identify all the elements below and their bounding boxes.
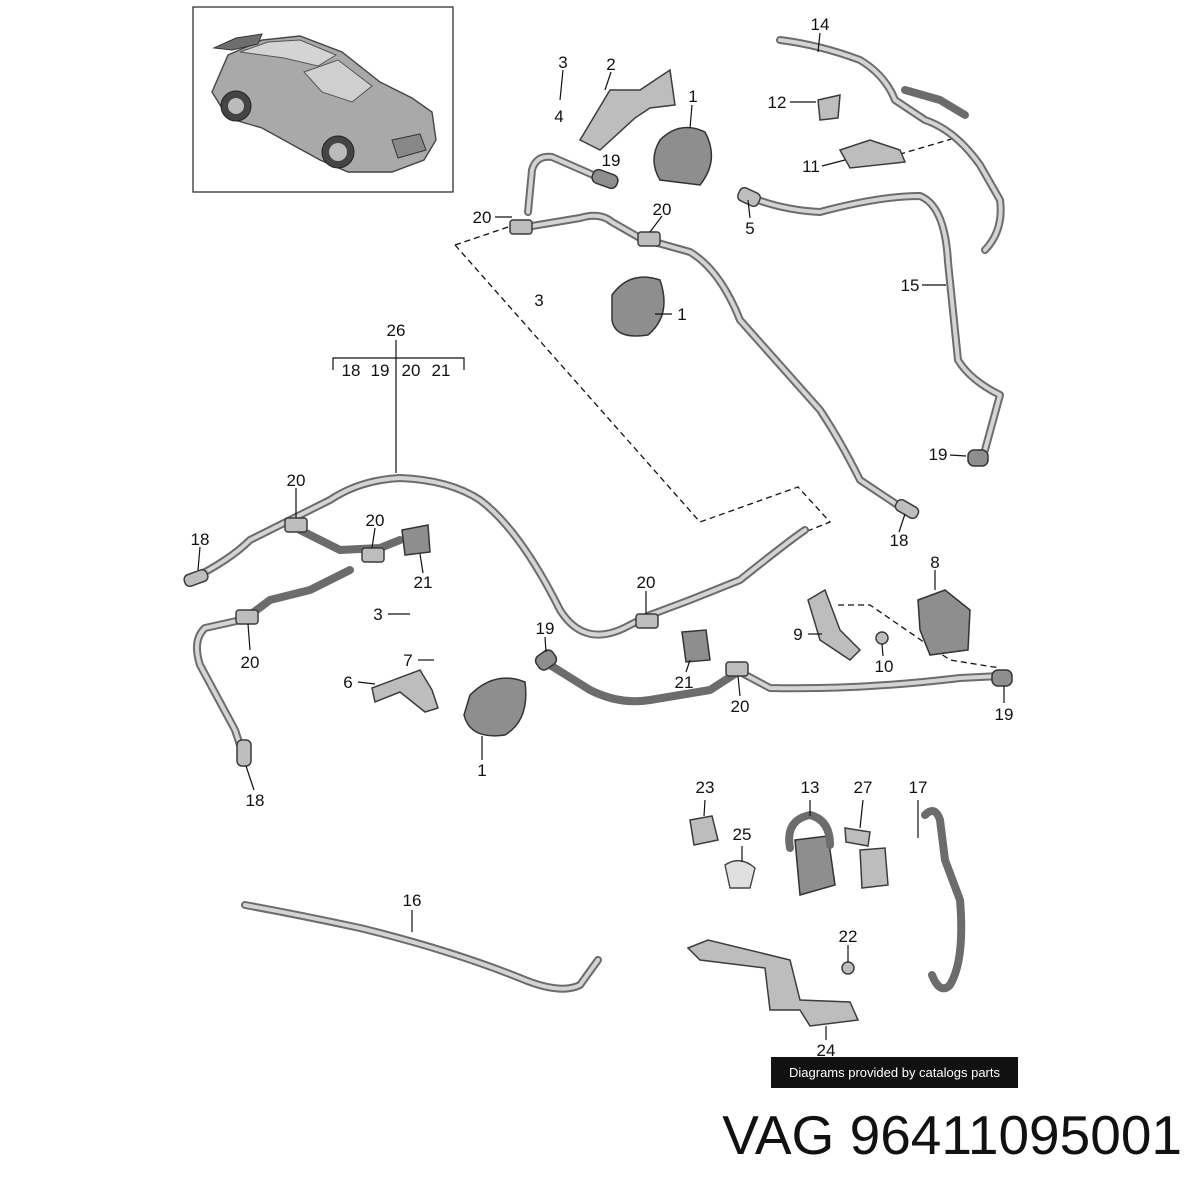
callout-19: 19 <box>602 151 621 170</box>
part-number: 96411095001 <box>849 1104 1182 1166</box>
callout-3: 3 <box>373 605 382 624</box>
callout-21: 21 <box>675 673 694 692</box>
callout-13: 13 <box>801 778 820 797</box>
callout-17: 17 <box>909 778 928 797</box>
callout-1: 1 <box>677 305 686 324</box>
kit-item-19: 19 <box>371 361 390 380</box>
callout-8: 8 <box>930 553 939 572</box>
callout-11: 11 <box>802 157 820 176</box>
callout-16: 16 <box>403 891 422 910</box>
callout-2: 2 <box>606 55 615 74</box>
callout-20: 20 <box>653 200 672 219</box>
credit-text: Diagrams provided by catalogs parts <box>789 1065 1000 1080</box>
callouts: 14 3 2 1 12 4 19 11 20 20 5 3 1 15 26 18… <box>191 15 1014 1060</box>
callout-18: 18 <box>191 530 210 549</box>
callout-24: 24 <box>817 1041 836 1060</box>
kit-item-21: 21 <box>432 361 451 380</box>
hoses <box>186 36 1005 993</box>
brand-part-number: VAG 96411095001 <box>722 1108 1182 1163</box>
callout-20: 20 <box>473 208 492 227</box>
callout-3: 3 <box>534 291 543 310</box>
callout-15: 15 <box>901 276 920 295</box>
callout-18: 18 <box>246 791 265 810</box>
components <box>183 68 1013 1027</box>
callout-20: 20 <box>287 471 306 490</box>
callout-1: 1 <box>477 761 486 780</box>
callout-10: 10 <box>875 657 894 676</box>
callout-5: 5 <box>745 219 754 238</box>
callout-20: 20 <box>241 653 260 672</box>
callout-19: 19 <box>536 619 555 638</box>
kit-item-18: 18 <box>342 361 361 380</box>
callout-1: 1 <box>688 87 697 106</box>
brand-name: VAG <box>722 1104 835 1166</box>
car-thumbnail <box>192 6 454 193</box>
callout-12: 12 <box>768 93 787 112</box>
kit-item-20: 20 <box>402 361 421 380</box>
callout-26: 26 <box>387 321 406 340</box>
callout-21: 21 <box>414 573 433 592</box>
callout-20: 20 <box>731 697 750 716</box>
callout-27: 27 <box>854 778 873 797</box>
callout-7: 7 <box>403 651 412 670</box>
callout-19: 19 <box>995 705 1014 724</box>
callout-22: 22 <box>839 927 858 946</box>
callout-4: 4 <box>554 107 563 126</box>
callout-6: 6 <box>343 673 352 692</box>
callout-3: 3 <box>558 53 567 72</box>
leader-lines <box>197 32 1005 1040</box>
callout-14: 14 <box>811 15 830 34</box>
callout-23: 23 <box>696 778 715 797</box>
callout-25: 25 <box>733 825 752 844</box>
callout-19: 19 <box>929 445 948 464</box>
callout-20: 20 <box>366 511 385 530</box>
callout-20: 20 <box>637 573 656 592</box>
callout-9: 9 <box>793 625 802 644</box>
credit-banner: Diagrams provided by catalogs parts <box>771 1057 1018 1088</box>
callout-18: 18 <box>890 531 909 550</box>
